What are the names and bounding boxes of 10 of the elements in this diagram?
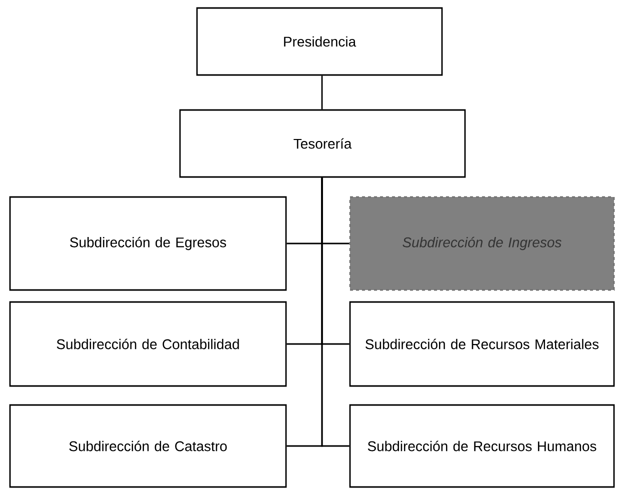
org-box: Subdirección de Contabilidad <box>9 301 287 387</box>
connector-line <box>321 178 350 447</box>
connector-line <box>321 76 323 110</box>
org-box: Tesorería <box>179 109 466 178</box>
org-box: Subdirección de Ingresos <box>349 196 615 291</box>
org-box: Subdirección de Catastro <box>9 404 287 488</box>
org-box: Subdirección de Recursos Materiales <box>349 301 615 387</box>
org-box: Presidencia <box>196 7 443 76</box>
org-box: Subdirección de Egresos <box>9 196 287 291</box>
org-box: Subdirección de Recursos Humanos <box>349 404 615 488</box>
